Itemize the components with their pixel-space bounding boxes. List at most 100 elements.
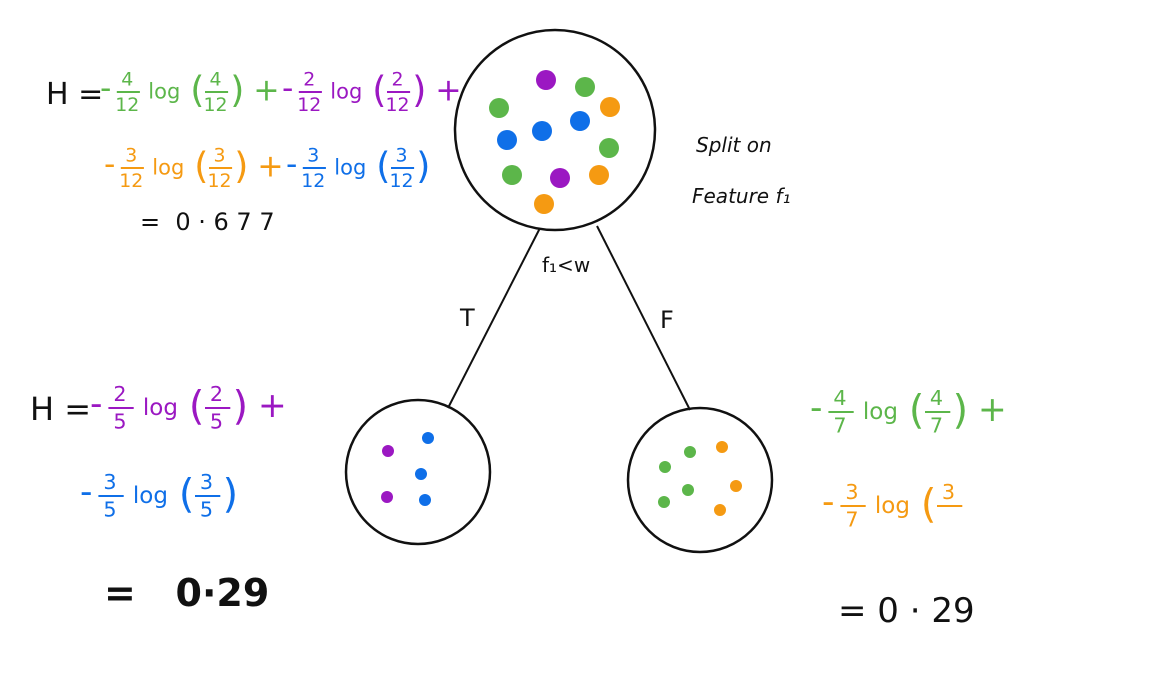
close-paren: ) <box>412 69 426 112</box>
term-denominator: 12 <box>119 170 143 192</box>
root-points <box>489 70 620 214</box>
open-paren: ( <box>179 472 194 518</box>
term-denominator: 5 <box>113 410 126 434</box>
tree-structure <box>344 28 774 554</box>
term-numerator: 3 <box>125 145 137 167</box>
close-paren: ) <box>223 472 238 518</box>
right-entropy-result: = 0 · 29 <box>838 591 975 631</box>
term-operator: + <box>257 148 283 184</box>
root-node <box>453 28 657 232</box>
close-paren: ) <box>416 145 430 188</box>
root-point-blue <box>497 130 517 150</box>
term-numerator: 3 <box>942 480 955 504</box>
left-point-purple <box>381 491 393 503</box>
open-paren: ( <box>190 69 204 112</box>
term-numerator: 4 <box>209 69 221 91</box>
term-denominator: 12 <box>115 94 139 116</box>
term-operator: + <box>435 72 461 108</box>
term-sign: - <box>100 70 111 106</box>
term-denominator: 7 <box>930 414 943 438</box>
branch-false-label: F <box>660 306 674 334</box>
right-point-green <box>658 496 670 508</box>
term-denominator: 12 <box>207 170 231 192</box>
term-numerator: 3 <box>103 470 116 494</box>
log-word: log <box>330 79 362 103</box>
term-numerator: 2 <box>113 382 126 406</box>
term-denominator: 5 <box>210 410 223 434</box>
root-point-green <box>599 138 619 158</box>
root-point-purple <box>550 168 570 188</box>
log-word: log <box>152 155 184 179</box>
term-denominator: 12 <box>389 170 413 192</box>
term-denominator: 12 <box>297 94 321 116</box>
term-numerator: 4 <box>121 69 133 91</box>
root-point-blue <box>532 121 552 141</box>
open-paren: ( <box>921 482 936 528</box>
close-paren: ) <box>953 388 968 434</box>
close-paren: ) <box>233 384 248 430</box>
term-numerator: 3 <box>845 480 858 504</box>
right-child-points <box>658 441 742 516</box>
right-child-node <box>626 406 774 554</box>
close-paren: ) <box>234 145 248 188</box>
right-point-green <box>682 484 694 496</box>
log-word: log <box>148 79 180 103</box>
right-point-green <box>659 461 671 473</box>
log-word: log <box>875 493 910 519</box>
left-point-purple <box>382 445 394 457</box>
open-paren: ( <box>194 145 208 188</box>
edge-false <box>596 225 691 411</box>
term-operator: + <box>253 72 279 108</box>
term-denominator: 12 <box>203 94 227 116</box>
left-point-blue <box>415 468 427 480</box>
term-numerator: 3 <box>307 145 319 167</box>
open-paren: ( <box>372 69 386 112</box>
log-word: log <box>143 395 178 421</box>
term-sign: - <box>810 388 822 428</box>
term-denominator: 5 <box>103 498 116 522</box>
root-point-orange <box>534 194 554 214</box>
term-sign: - <box>80 472 92 512</box>
right-point-green <box>684 446 696 458</box>
root-point-purple <box>536 70 556 90</box>
right-point-orange <box>730 480 742 492</box>
close-paren: ) <box>230 69 244 112</box>
root-entropy-result: = 0 · 6 7 7 <box>140 208 275 236</box>
left-child-node <box>344 398 492 546</box>
edge-true <box>447 227 541 409</box>
root-entropy-prefix: H = <box>46 77 103 112</box>
term-sign: - <box>286 146 297 182</box>
root-point-orange <box>589 165 609 185</box>
root-point-green <box>489 98 509 118</box>
term-denominator: 7 <box>845 508 858 532</box>
left-point-blue <box>419 494 431 506</box>
right-point-orange <box>716 441 728 453</box>
term-numerator: 3 <box>213 145 225 167</box>
term-operator: + <box>258 386 287 426</box>
left-entropy-result: = 0·29 <box>104 571 269 615</box>
root-point-blue <box>570 111 590 131</box>
term-operator: + <box>978 390 1007 430</box>
term-numerator: 3 <box>395 145 407 167</box>
term-numerator: 4 <box>930 386 943 410</box>
left-entropy-prefix: H = <box>30 390 91 428</box>
split-label: Split on <box>696 133 772 157</box>
log-word: log <box>334 155 366 179</box>
edge-condition: f₁<w <box>542 253 590 277</box>
open-paren: ( <box>189 384 204 430</box>
root-point-green <box>575 77 595 97</box>
root-point-green <box>502 165 522 185</box>
term-numerator: 2 <box>210 382 223 406</box>
term-sign: - <box>104 146 115 182</box>
